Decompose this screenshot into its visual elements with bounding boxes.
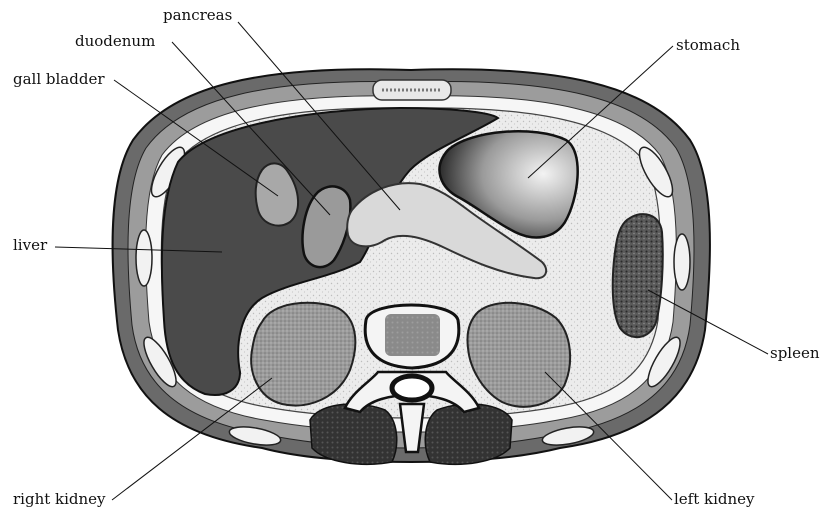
label-gall-bladder: gall bladder [13, 70, 105, 88]
label-duodenum: duodenum [75, 32, 155, 50]
label-right-kidney: right kidney [13, 490, 106, 508]
label-liver: liver [13, 236, 48, 254]
label-stomach: stomach [676, 36, 740, 54]
label-left-kidney: left kidney [674, 490, 755, 508]
label-spleen: spleen [770, 344, 820, 362]
label-pancreas: pancreas [163, 6, 232, 24]
spleen [613, 214, 663, 337]
